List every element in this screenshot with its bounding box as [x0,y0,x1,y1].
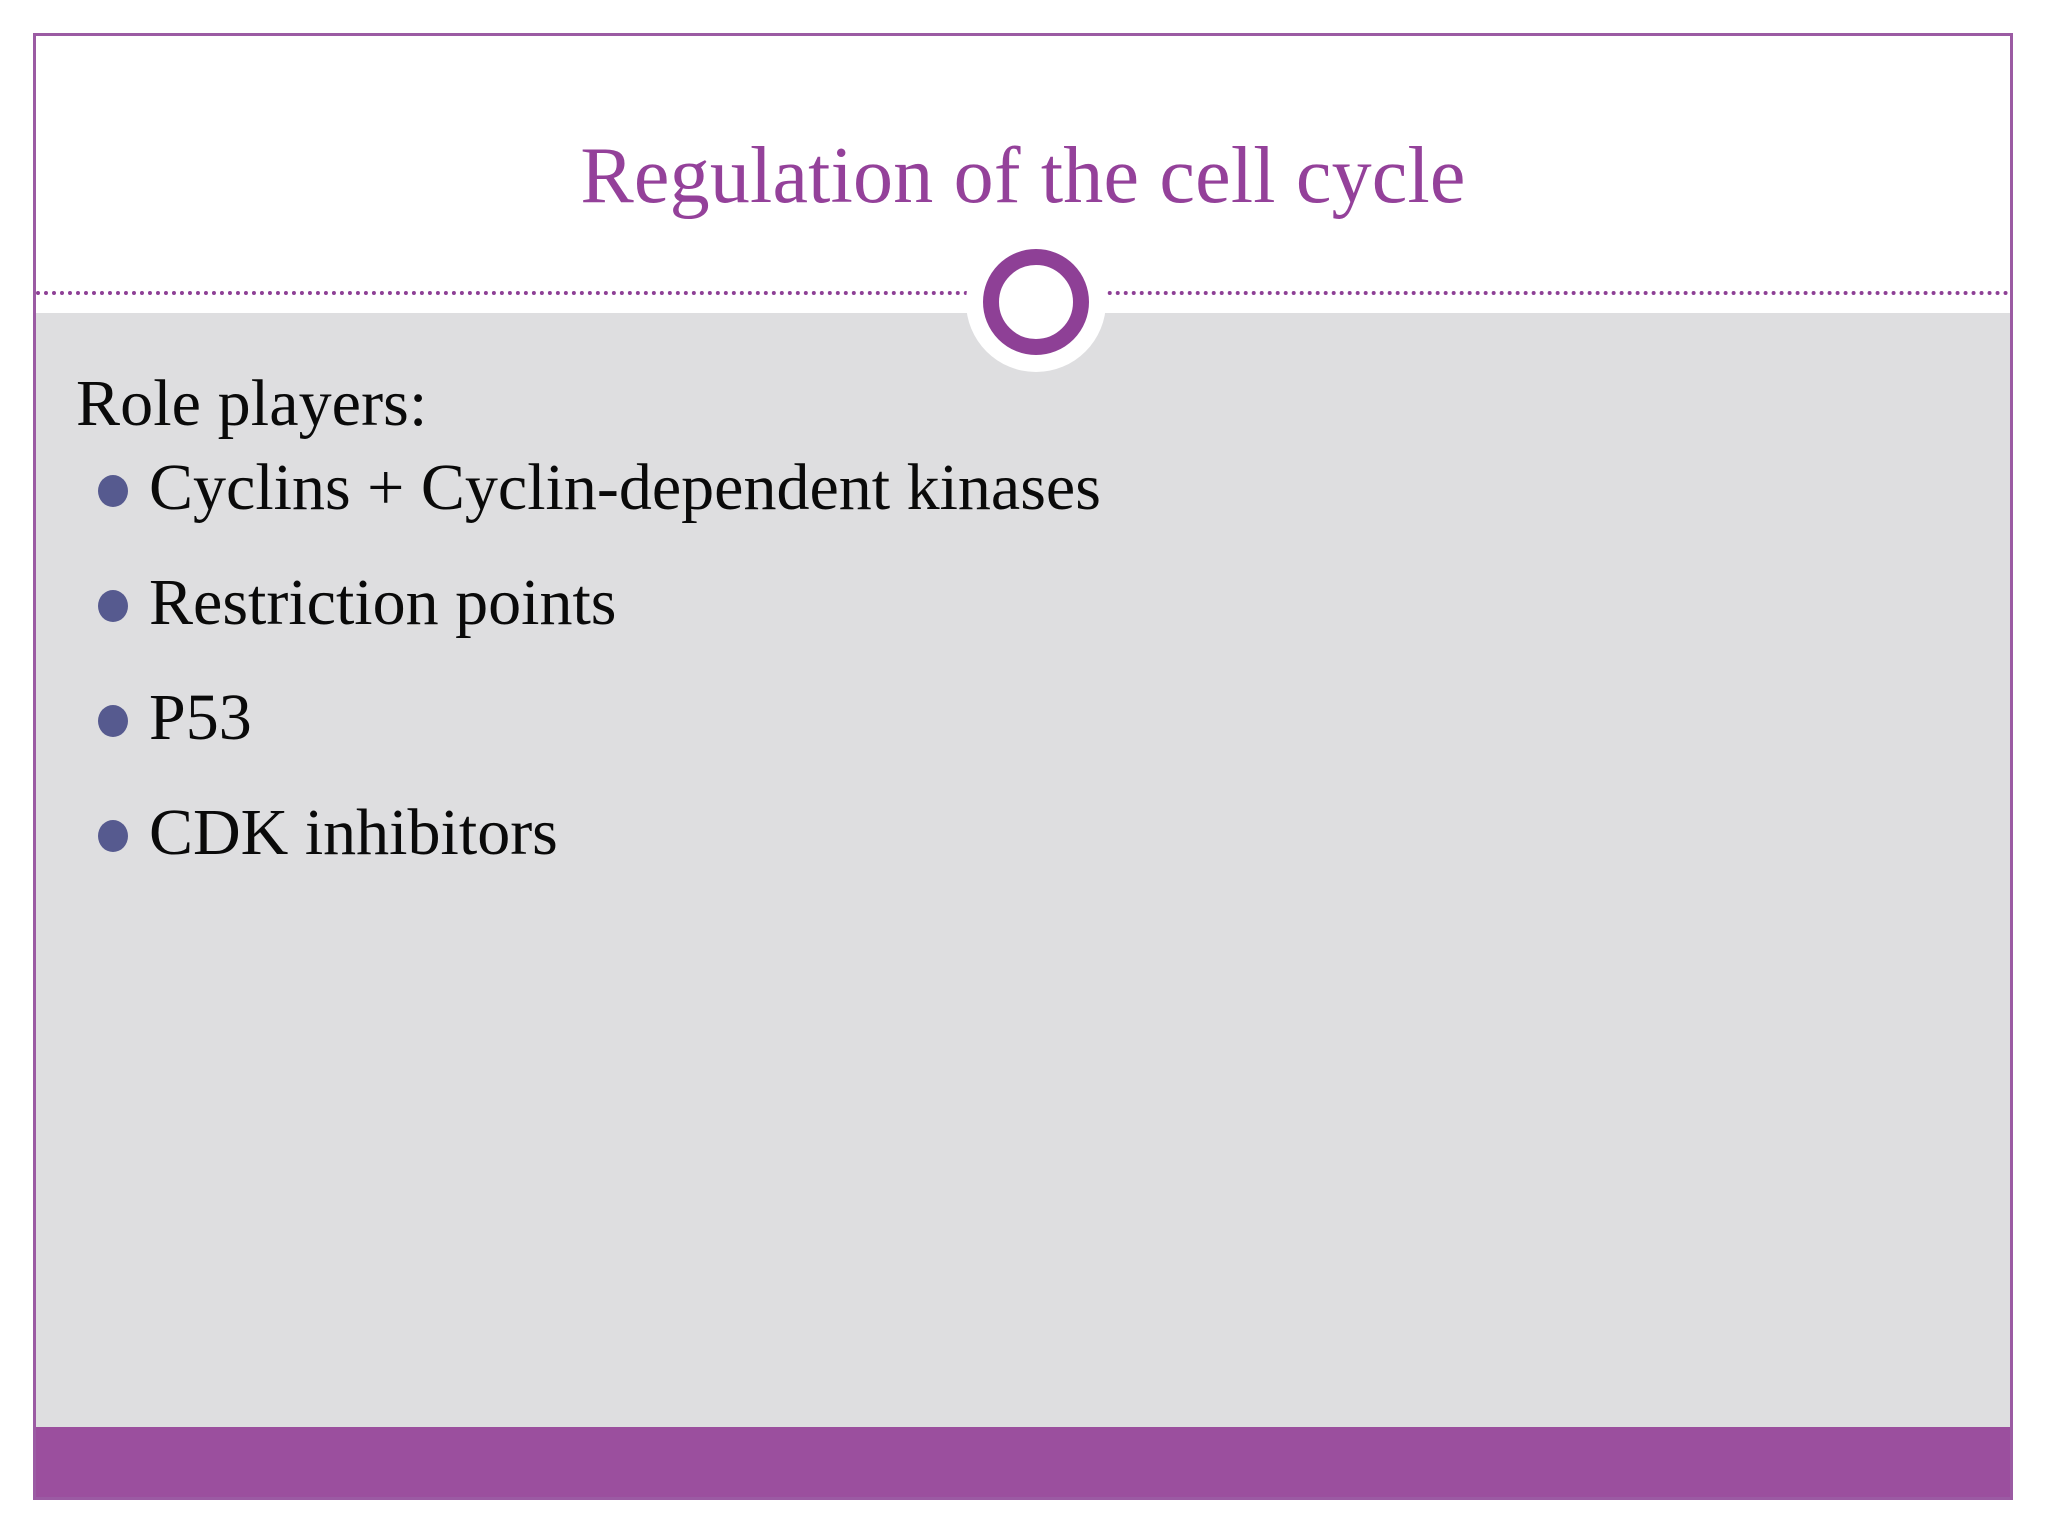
list-item-label: P53 [149,681,252,754]
list-item-label: Cyclins + Cyclin-dependent kinases [149,451,1101,524]
ring-stroke [983,249,1089,355]
slide-content-panel: Role players: Cyclins + Cyclin-dependent… [36,313,2010,1427]
body-text-block: Role players: Cyclins + Cyclin-dependent… [76,371,1950,915]
page-title: Regulation of the cell cycle [580,132,1466,220]
slide-canvas: Regulation of the cell cycle Role player… [33,33,2013,1500]
bottom-accent-bar [36,1427,2010,1497]
bullet-dot-icon [98,590,128,622]
lead-line: Role players: [76,367,428,440]
bullet-dot-icon [98,820,128,852]
bullet-list: Cyclins + Cyclin-dependent kinases Restr… [76,455,1950,866]
list-item: P53 [76,685,1950,751]
list-item: CDK inhibitors [76,800,1950,866]
list-item: Restriction points [76,570,1950,636]
bullet-dot-icon [98,705,128,737]
circle-ring-icon [966,232,1106,372]
list-item-label: CDK inhibitors [149,796,558,869]
list-item: Cyclins + Cyclin-dependent kinases [76,455,1950,521]
bullet-dot-icon [98,475,128,507]
list-item-label: Restriction points [149,566,617,639]
